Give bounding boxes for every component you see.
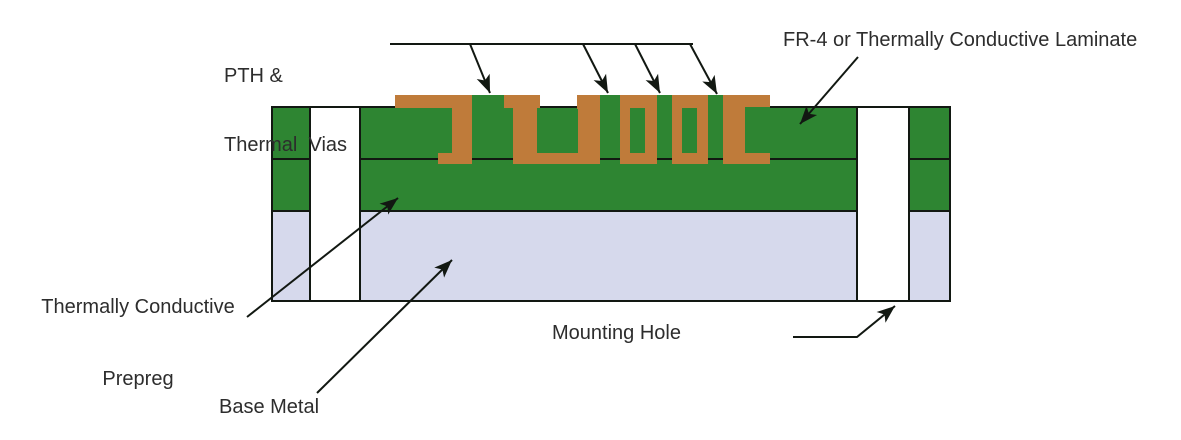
prepreg-label-line1: Thermally Conductive	[41, 296, 235, 318]
pth-vias-arrow-2	[582, 43, 609, 94]
copper-pad-right	[723, 95, 770, 108]
copper-via-barrel-1	[452, 95, 472, 164]
prepreg-arrow	[246, 197, 399, 318]
base-metal-label: Base Metal	[219, 396, 320, 418]
thermally-conductive-prepreg-layer	[271, 158, 951, 212]
pth-inner-core	[537, 109, 578, 153]
copper-features	[395, 95, 770, 164]
pth-vias-arrow-4	[689, 43, 718, 95]
via-fill-3	[657, 95, 672, 110]
thermal-via-1-core	[630, 108, 645, 153]
fr4-laminate-layer	[271, 106, 951, 160]
thermal-via-fills	[472, 95, 723, 110]
base-metal-arrow	[316, 259, 453, 394]
copper-pth-wall-right	[577, 95, 600, 164]
laminate-arrow	[799, 56, 859, 125]
via-fill-1	[472, 95, 504, 110]
copper-pth-flange-left	[504, 95, 540, 108]
pth-thermal-vias-label: PTH & Thermal Vias	[224, 19, 347, 203]
via-2-inner-core	[745, 107, 770, 153]
copper-pth-bottom	[513, 153, 598, 164]
via-fill-4	[708, 95, 723, 110]
pth-vias-arrow-3	[634, 43, 661, 94]
via-fill-2	[600, 95, 620, 110]
base-metal-layer	[271, 210, 951, 302]
mounting-hole-left	[309, 106, 361, 302]
via-inner-cores	[537, 107, 770, 153]
copper-via-foot-2	[723, 153, 770, 164]
copper-via-barrel-2	[723, 95, 745, 164]
laminate-label: FR-4 or Thermally Conductive Laminate	[783, 29, 1138, 51]
prepreg-label-line2: Prepreg	[102, 368, 174, 390]
copper-via-foot-1	[438, 153, 452, 164]
pth-thermal-vias-label-line2: Thermal Vias	[224, 134, 348, 156]
mounting-hole-label: Mounting Hole	[552, 322, 681, 344]
mounting-hole-right	[856, 106, 910, 302]
pth-thermal-vias-label-line1: PTH &	[224, 65, 283, 87]
board-layers	[271, 106, 951, 302]
mounting-hole-arrow	[793, 305, 896, 338]
prepreg-label: Thermally Conductive Prepreg	[30, 247, 246, 439]
thermal-via-2-core	[682, 108, 697, 153]
annotation-arrows	[246, 43, 896, 394]
pth-vias-arrow-1	[469, 43, 491, 94]
